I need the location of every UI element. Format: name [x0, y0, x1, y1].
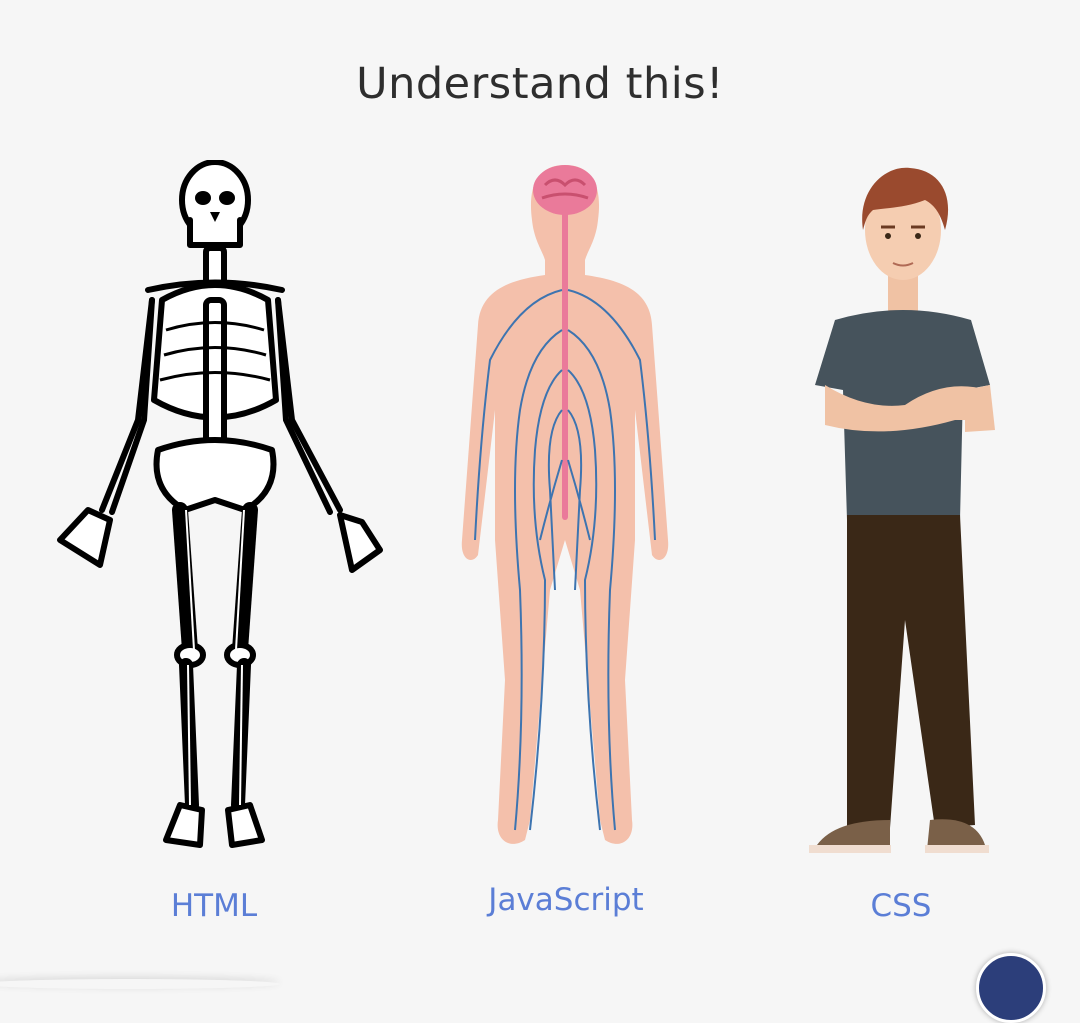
page-title: Understand this! — [356, 58, 724, 109]
nervous-system-illustration — [450, 160, 680, 860]
bottom-card-edge — [0, 979, 280, 989]
dressed-person-illustration — [795, 160, 1010, 860]
dressed-person-icon — [809, 167, 995, 853]
label-javascript: JavaScript — [488, 882, 644, 918]
nervous-system-icon — [461, 165, 669, 844]
label-html: HTML — [170, 888, 258, 924]
skeleton-icon — [57, 160, 383, 848]
floating-action-button[interactable] — [976, 953, 1046, 1023]
skeleton-illustration — [40, 160, 390, 860]
label-css: CSS — [870, 888, 932, 924]
